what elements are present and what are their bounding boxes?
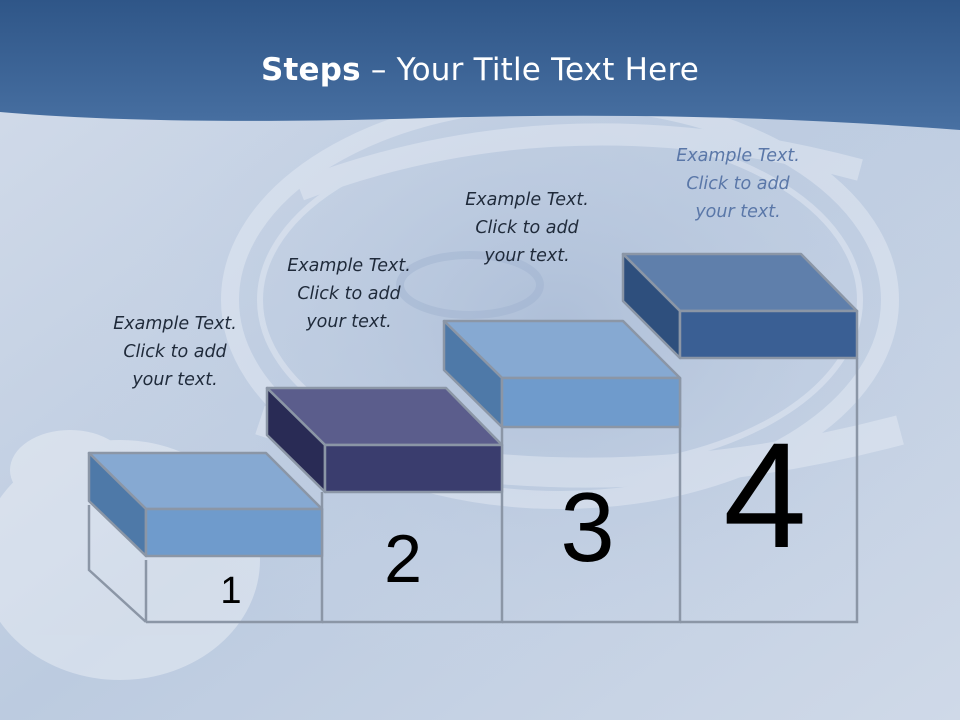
step-4-number: 4 (723, 411, 807, 579)
step-2-caption[interactable]: Example Text. Click to add your text. (287, 256, 411, 332)
step-3-slab (442, 319, 682, 429)
step-4-caption[interactable]: Example Text. Click to add your text. (676, 146, 800, 222)
step-1-caption[interactable]: Example Text. Click to add your text. (113, 314, 237, 390)
step-1-slab (87, 451, 324, 558)
header-band (0, 0, 960, 130)
title-bold: Steps (260, 52, 361, 88)
step-4-slab (621, 252, 859, 360)
step-3-caption[interactable]: Example Text. Click to add your text. (465, 190, 589, 266)
title-rest: – Your Title Text Here (360, 52, 699, 88)
step-2-number: 2 (384, 521, 422, 597)
step-2-slab (265, 386, 504, 494)
step-1-number: 1 (220, 570, 242, 612)
step-3-number: 3 (560, 472, 615, 582)
page-title[interactable]: Steps – Your Title Text Here (0, 52, 960, 88)
